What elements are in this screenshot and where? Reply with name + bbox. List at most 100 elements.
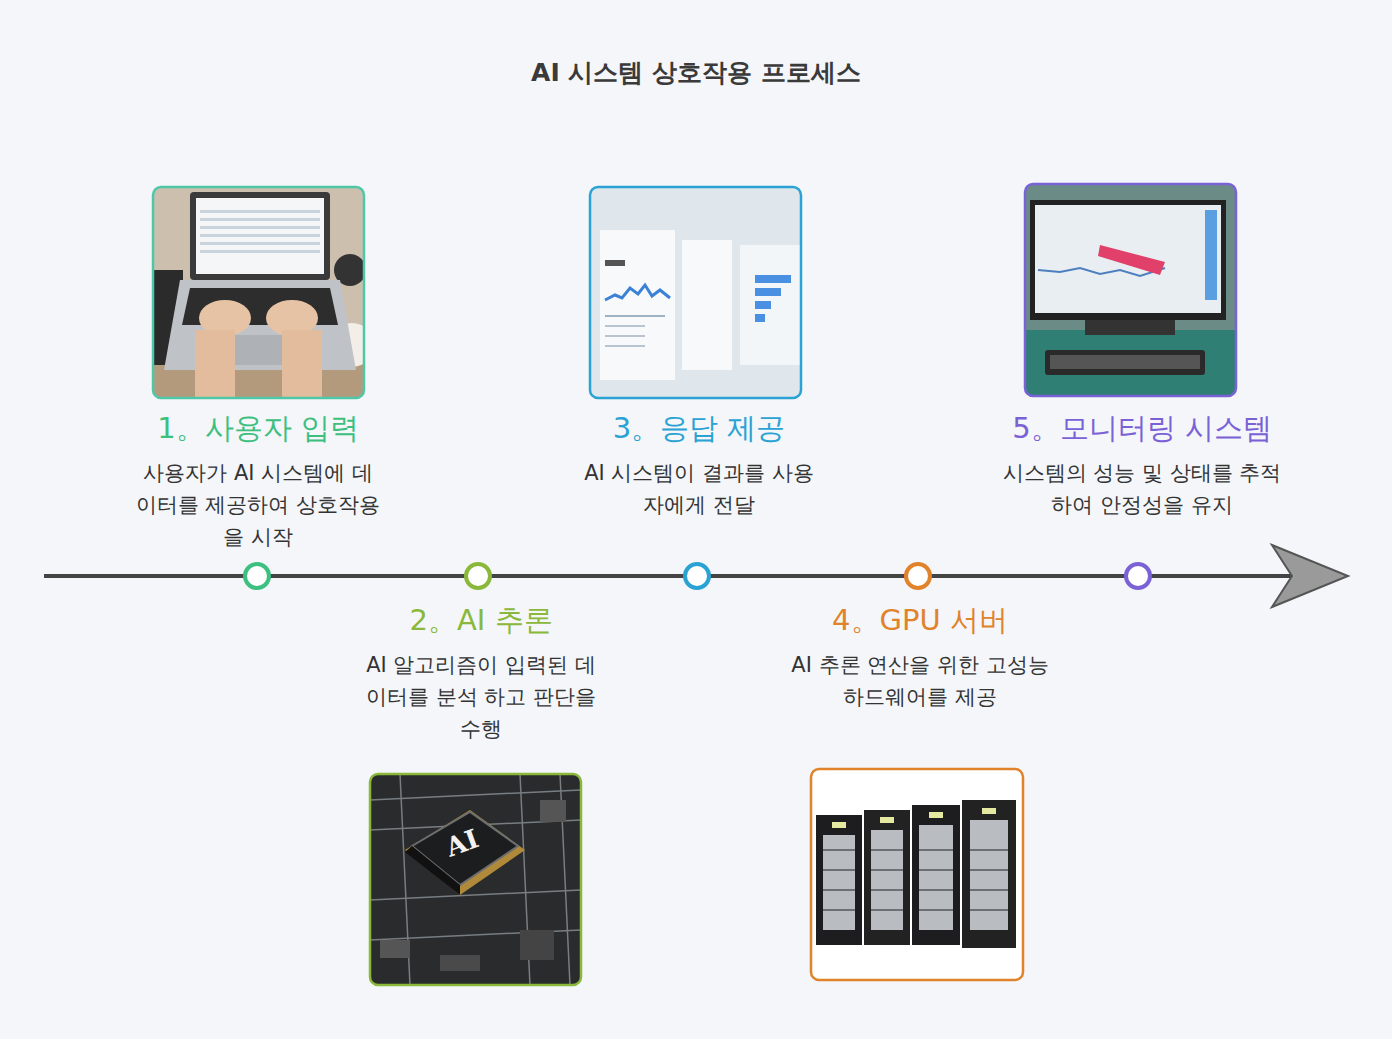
dashboard-photo-part — [740, 245, 801, 365]
server-photo-part — [823, 820, 1008, 930]
monitor-photo-part — [1098, 245, 1165, 275]
timeline-part — [245, 564, 269, 588]
monitor-photo-part — [1205, 210, 1217, 300]
diagram-title: AI 시스템 상호작용 프로세스 — [0, 56, 1392, 89]
timeline — [44, 545, 1348, 607]
timeline-part — [466, 564, 490, 588]
monitor-photo-part — [1050, 355, 1200, 369]
step-item: 5。모니터링 시스템시스템의 성능 및 상태를 추적하여 안정성을 유지 — [1002, 410, 1282, 521]
dashboard-photo-part — [590, 187, 801, 398]
timeline-part — [1272, 545, 1348, 607]
photo-frame — [370, 774, 581, 985]
monitor-photo-part — [1045, 350, 1205, 375]
chip-photo-part-part — [370, 890, 581, 900]
laptop-photo-part — [200, 234, 320, 237]
laptop-photo-part — [200, 242, 320, 245]
monitor-photo-part — [1085, 320, 1175, 335]
monitor-photo — [1025, 184, 1236, 396]
server-photo-part — [811, 769, 1023, 980]
server-photo-part-part — [919, 825, 953, 930]
step-heading: 4。GPU 서버 — [785, 602, 1055, 638]
step-item: 3。응답 제공 AI 시스템이 결과를 사용자에게 전달 — [584, 410, 814, 521]
dashboard-photo — [590, 187, 801, 398]
step-item: 2。AI 추론 AI 알고리즘이 입력된 데이터를 분석 하고 판단을 수행 — [361, 602, 601, 745]
laptop-photo-part — [196, 198, 324, 274]
laptop-photo-part — [195, 330, 235, 398]
timeline-part — [906, 564, 930, 588]
chip-marking: AI — [442, 823, 483, 862]
laptop-photo-part — [200, 210, 320, 213]
server-photo-part-part — [823, 889, 855, 891]
photo-frame — [1025, 184, 1236, 396]
laptop-photo-part — [200, 250, 320, 253]
dashboard-photo-part — [605, 325, 645, 327]
laptop-photo-part — [200, 218, 320, 221]
monitor-photo-part — [1035, 205, 1221, 313]
chip-photo-part — [370, 774, 581, 985]
laptop-photo-part — [190, 192, 330, 280]
laptop-photo — [153, 187, 364, 398]
step-item: 4。GPU 서버 AI 추론 연산을 위한 고성능 하드웨어를 제공 — [785, 602, 1055, 713]
server-photo-part-part — [970, 909, 1008, 911]
server-photo-part-part — [823, 869, 855, 871]
server-photo-part-part — [871, 849, 903, 851]
server-photo-part — [864, 810, 910, 945]
dashboard-photo-part — [755, 301, 771, 309]
server-photo-part-part — [823, 909, 855, 911]
dashboard-photo-part — [605, 260, 625, 266]
laptop-photo-part — [282, 330, 322, 398]
dashboard-photo-part — [600, 230, 675, 380]
chip-photo-part — [405, 810, 525, 895]
server-photo-part-part — [970, 820, 1008, 930]
dashboard-photo-part — [755, 288, 781, 296]
step-item: 1。사용자 입력사용자가 AI 시스템에 데이터를 제공하여 상호작용을 시작 — [134, 410, 382, 553]
timeline-part — [1126, 564, 1150, 588]
monitor-photo-part — [1025, 330, 1236, 396]
server-photo-part-part — [823, 835, 855, 930]
server-photo-part-part — [832, 822, 846, 828]
dashboard-photo-part — [605, 345, 645, 347]
server-photo-part-part — [823, 849, 855, 851]
monitor-photo-part — [1030, 200, 1226, 320]
step-description: AI 시스템이 결과를 사용자에게 전달 — [584, 457, 814, 521]
photo-frame — [811, 769, 1023, 980]
server-photo-part-part — [871, 830, 903, 930]
step-description: 사용자가 AI 시스템에 데이터를 제공하여 상호작용을 시작 — [134, 457, 382, 553]
server-photo-part — [823, 850, 1008, 910]
chip-photo-part — [440, 955, 480, 971]
dashboard-photo-part — [682, 240, 732, 370]
dashboard-photo-part — [605, 315, 665, 317]
server-photo-part-part — [919, 889, 953, 891]
server-photo-part-part — [970, 889, 1008, 891]
server-photo-part-part — [871, 889, 903, 891]
server-photo-part — [962, 800, 1016, 948]
server-photo-part-part — [929, 812, 943, 818]
server-photo-part-part — [871, 869, 903, 871]
step-description: 시스템의 성능 및 상태를 추적하여 안정성을 유지 — [1002, 457, 1282, 521]
laptop-photo-part — [200, 226, 320, 229]
step-heading: 2。AI 추론 — [361, 602, 601, 638]
photo-frame — [590, 187, 801, 398]
server-photo-part-part — [970, 849, 1008, 851]
server-photo — [811, 769, 1023, 980]
step-description: AI 알고리즘이 입력된 데이터를 분석 하고 판단을 수행 — [361, 649, 601, 745]
dashboard-photo-part — [755, 314, 765, 322]
laptop-photo-part — [153, 187, 364, 398]
step-heading: 3。응답 제공 — [584, 410, 814, 446]
server-photo-part — [912, 805, 960, 945]
step-description: AI 추론 연산을 위한 고성능 하드웨어를 제공 — [785, 649, 1055, 713]
timeline-part — [685, 564, 709, 588]
step-heading: 5。모니터링 시스템 — [1002, 410, 1282, 446]
server-photo-part-part — [871, 909, 903, 911]
server-photo-part — [832, 808, 996, 828]
chip-photo-part — [370, 774, 581, 985]
step-heading: 1。사용자 입력 — [134, 410, 382, 446]
server-photo-part — [816, 815, 862, 945]
server-photo-part-part — [919, 849, 953, 851]
chip-photo-part — [520, 930, 554, 960]
chip-photo-part — [412, 812, 518, 885]
dashboard-photo-part — [605, 285, 670, 300]
chip-photo-part — [380, 940, 410, 958]
